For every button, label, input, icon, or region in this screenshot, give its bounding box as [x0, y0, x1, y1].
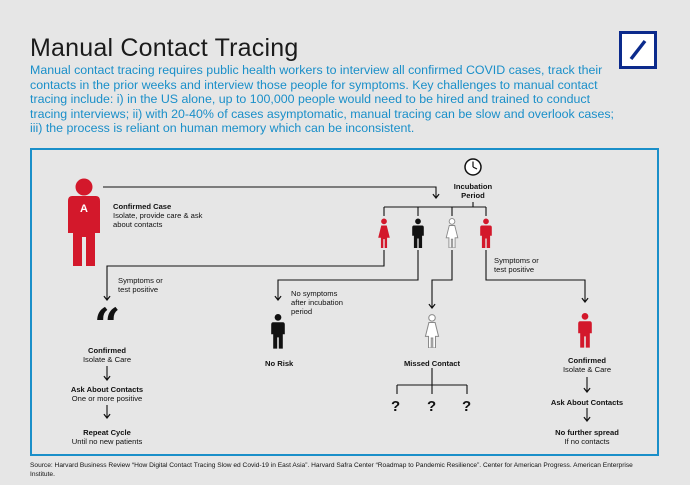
- index-case-figure: A: [68, 178, 100, 266]
- index-case-letter: A: [80, 203, 88, 215]
- no-symptoms-line3: period: [291, 307, 313, 317]
- diagram-frame: [30, 148, 659, 456]
- no-risk-figure: [271, 314, 285, 349]
- left-branch-arrow: [103, 250, 385, 301]
- left-ask-title: Ask About Contacts: [70, 385, 144, 394]
- missed-contact-bracket: [396, 368, 468, 394]
- left-trigger-label: Symptoms or test positive: [118, 276, 163, 294]
- clock-icon: [464, 158, 482, 176]
- incubation-line2: Period: [461, 191, 485, 201]
- contact-figure-missed: [445, 218, 459, 248]
- right-trigger-label: Symptoms or test positive: [494, 256, 539, 274]
- repeat-cycle-title: Repeat Cycle: [83, 428, 131, 437]
- contact-figure-red-man: [480, 218, 492, 248]
- left-trigger-line2: test positive: [118, 285, 159, 295]
- contact-figure-black: [412, 218, 424, 248]
- right-isolate: Isolate & Care: [562, 365, 612, 375]
- missed-contact-arrow: [428, 250, 453, 309]
- intro-paragraph: Manual contact tracing requires public h…: [30, 63, 614, 136]
- logo-slash-icon: [629, 39, 647, 61]
- unknown-contact-2: ?: [427, 398, 437, 415]
- left-ask-label: Ask About Contacts One or more positive: [52, 385, 162, 403]
- confirmed-case-title: Confirmed Case: [113, 202, 172, 211]
- no-further-sub: If no contacts: [564, 437, 610, 447]
- no-risk-title: No Risk: [265, 359, 294, 368]
- right-confirmed-figure: [578, 313, 592, 348]
- quote-icon: “: [94, 298, 121, 352]
- right-confirmed-title: Confirmed: [568, 356, 606, 365]
- right-ask-label: Ask About Contacts: [532, 398, 642, 407]
- missed-contact-figure: [424, 314, 440, 348]
- right-ask-title: Ask About Contacts: [550, 398, 624, 407]
- right-trigger-line2: test positive: [494, 265, 535, 275]
- left-ask-sub: One or more positive: [71, 394, 143, 404]
- left-trigger-line1: Symptoms or: [118, 276, 163, 285]
- no-further-title: No further spread: [555, 428, 619, 437]
- unknown-contact-3: ?: [462, 398, 472, 415]
- unknown-contact-1: ?: [391, 398, 401, 415]
- no-symptoms-label: No symptoms after incubation period: [291, 289, 343, 317]
- confirmed-case-desc1: Isolate, provide care & ask: [113, 211, 203, 221]
- no-symptoms-line1: No symptoms: [291, 289, 338, 298]
- no-risk-label: No Risk: [265, 359, 293, 368]
- right-confirmed-label: Confirmed Isolate & Care: [547, 356, 627, 374]
- incubation-line1: Incubation: [453, 182, 493, 191]
- repeat-cycle-label: Repeat Cycle Until no new patients: [52, 428, 162, 446]
- no-further-spread-label: No further spread If no contacts: [532, 428, 642, 446]
- incubation-label: Incubation Period: [443, 182, 503, 200]
- right-branch-arrow: [485, 250, 589, 303]
- left-confirmed-label: Confirmed Isolate & Care: [67, 346, 147, 364]
- right-trigger-line1: Symptoms or: [494, 256, 539, 265]
- no-symptoms-line2: after incubation: [291, 298, 343, 308]
- page-title: Manual Contact Tracing: [30, 34, 299, 62]
- no-risk-arrow: [274, 250, 419, 301]
- left-confirmed-title: Confirmed: [88, 346, 126, 355]
- contact-bracket: [383, 202, 487, 216]
- left-isolate: Isolate & Care: [82, 355, 132, 365]
- missed-contact-title: Missed Contact: [403, 359, 461, 368]
- index-to-contacts-arrow: [103, 186, 440, 199]
- bank-logo: [619, 31, 657, 69]
- source-footnote: Source: Harvard Business Review “How Dig…: [30, 462, 633, 478]
- contact-figure-red-woman: [378, 218, 390, 248]
- confirmed-case-desc2: about contacts: [113, 220, 163, 230]
- repeat-cycle-sub: Until no new patients: [71, 437, 143, 447]
- missed-contact-label: Missed Contact: [392, 359, 472, 368]
- confirmed-case-label: Confirmed Case Isolate, provide care & a…: [113, 202, 202, 230]
